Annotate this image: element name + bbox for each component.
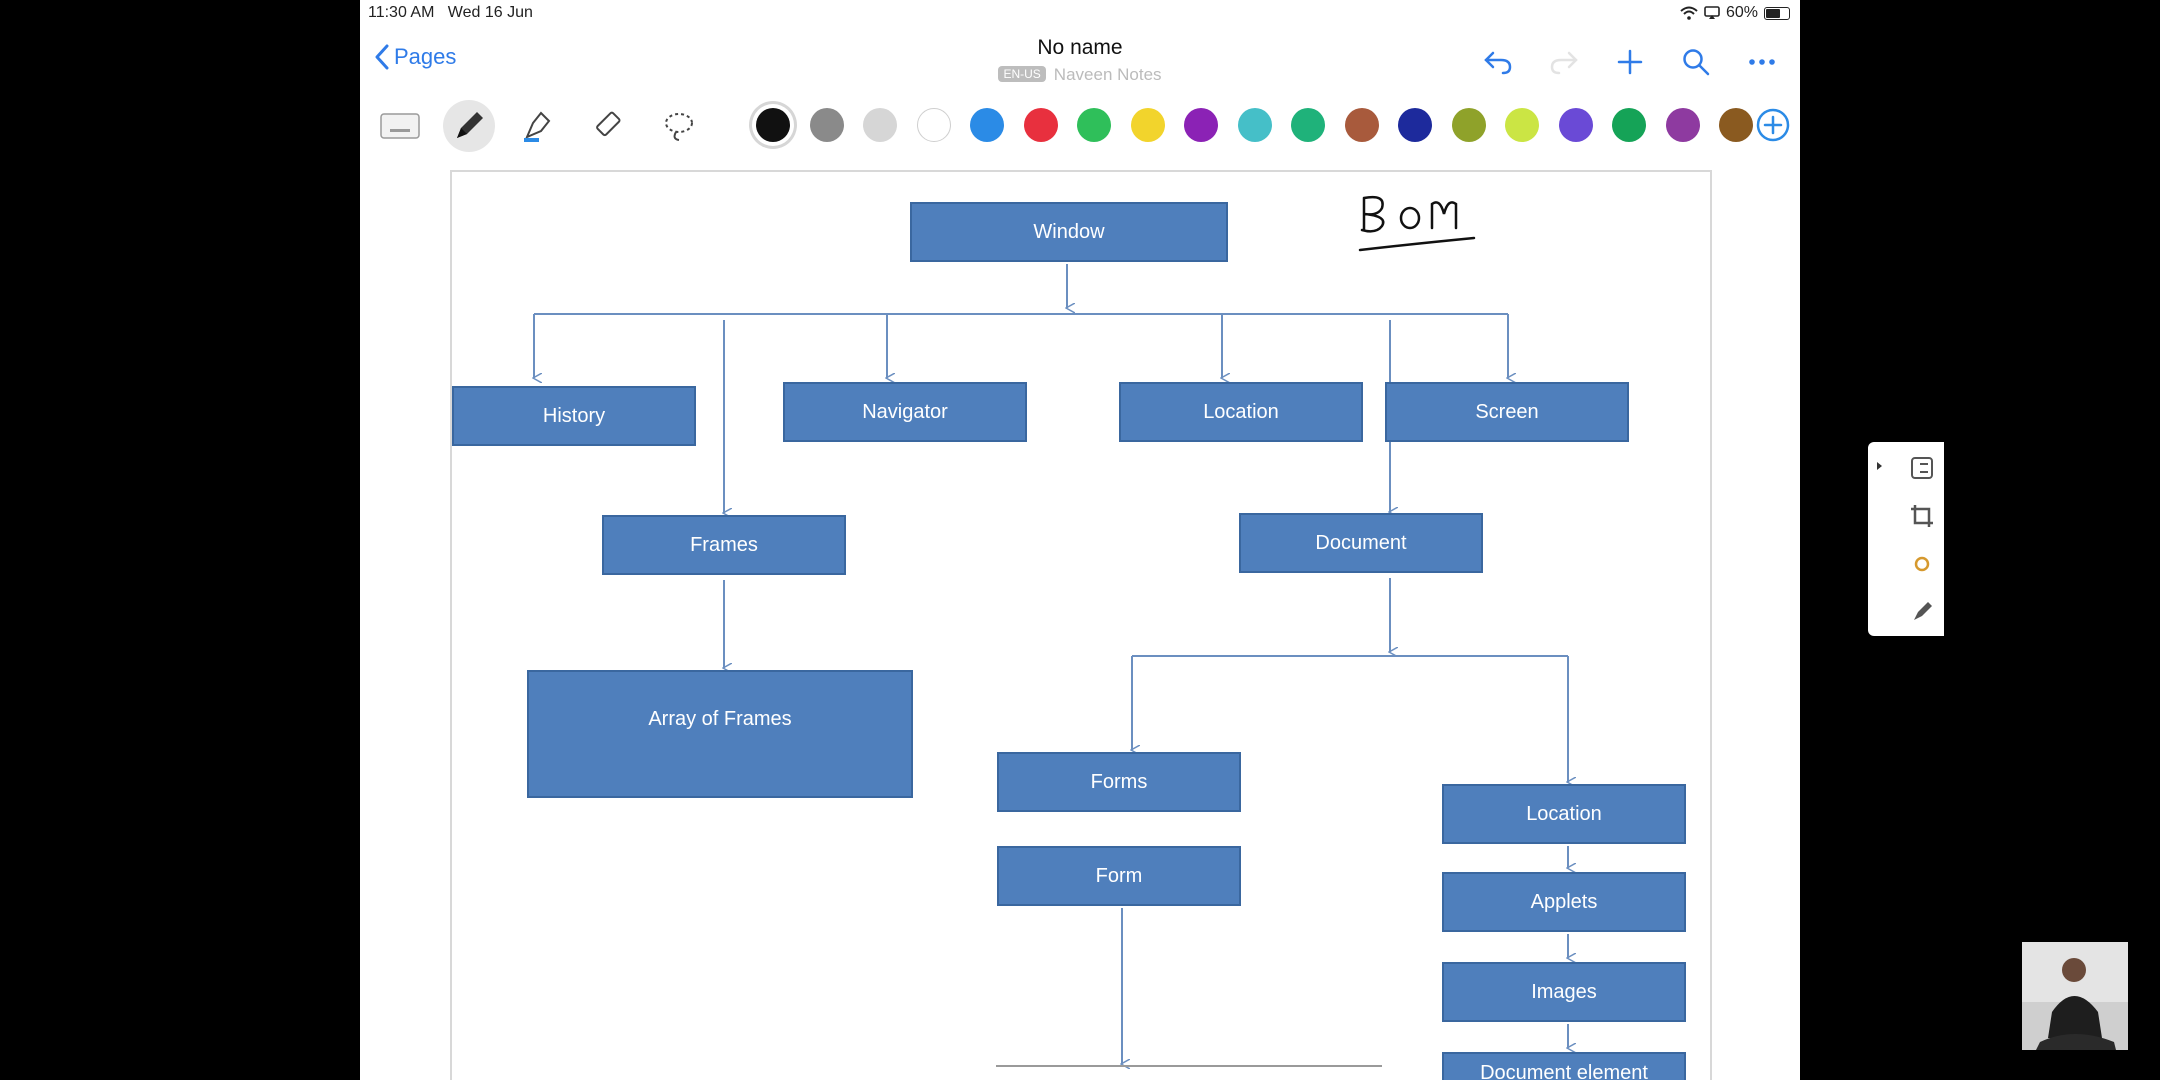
eraser-icon (596, 111, 621, 137)
color-swatch[interactable] (756, 108, 790, 142)
crop-button[interactable] (1904, 498, 1940, 534)
note-page-canvas[interactable]: Window History Navigator Location Screen… (450, 170, 1712, 1080)
wifi-icon (1680, 6, 1698, 20)
crop-icon (1911, 505, 1933, 527)
bom-handwriting (1358, 195, 1476, 252)
color-swatch[interactable] (863, 108, 897, 142)
search-icon (1683, 49, 1710, 76)
status-right: 60% (1680, 4, 1790, 22)
highlighter-icon (524, 111, 551, 142)
color-swatch[interactable] (1130, 108, 1165, 142)
collapse-button[interactable] (1904, 450, 1940, 486)
pen-icon (457, 112, 483, 138)
node-images: Images (1442, 962, 1686, 1022)
node-window: Window (910, 202, 1228, 262)
battery-percent: 60% (1725, 4, 1758, 21)
back-label: Pages (394, 44, 457, 69)
node-navigator: Navigator (783, 382, 1027, 442)
node-location: Location (1119, 382, 1363, 442)
color-swatch[interactable] (1184, 108, 1218, 142)
tool-bar (360, 100, 1800, 152)
shape-icon (1914, 556, 1930, 572)
node-form: Form (997, 846, 1241, 906)
page-subtitle: EN-US Naveen Notes (360, 65, 1800, 85)
more-icon (1749, 59, 1775, 65)
more-button[interactable] (1744, 44, 1780, 80)
node-document-location: Location (1442, 784, 1686, 844)
redo-button[interactable] (1546, 44, 1582, 80)
page-title[interactable]: No name (1037, 36, 1123, 59)
ipad-screen: 11:30 AM Wed 16 Jun 60% Pages No name EN… (360, 0, 1800, 1080)
color-swatch[interactable] (1077, 108, 1111, 142)
add-page-button[interactable] (1612, 44, 1648, 80)
shape-button[interactable] (1904, 546, 1940, 582)
color-swatch[interactable] (1505, 108, 1539, 142)
color-swatch[interactable] (1558, 108, 1593, 142)
add-color-icon[interactable] (1756, 108, 1790, 142)
side-tool-panel (1868, 442, 1944, 636)
color-swatch[interactable] (1612, 108, 1646, 142)
color-swatch[interactable] (1719, 108, 1753, 142)
node-screen: Screen (1385, 382, 1629, 442)
lasso-tool[interactable] (653, 100, 705, 152)
node-forms: Forms (997, 752, 1241, 812)
keyboard-icon (380, 113, 420, 139)
color-swatch[interactable] (1398, 108, 1432, 142)
notebook-name: Naveen Notes (1053, 65, 1162, 84)
status-time-date: 11:30 AM Wed 16 Jun (368, 4, 533, 22)
chevron-left-icon (375, 44, 389, 70)
plus-icon (1617, 49, 1643, 75)
keyboard-tool[interactable] (374, 100, 426, 152)
color-swatch[interactable] (1291, 108, 1325, 142)
highlighter-tool[interactable] (512, 100, 564, 152)
color-swatch[interactable] (809, 108, 844, 142)
color-swatch[interactable] (1451, 108, 1486, 142)
pen-tool[interactable] (443, 100, 495, 152)
lasso-icon (665, 113, 693, 141)
status-date: Wed 16 Jun (447, 4, 533, 21)
color-swatch[interactable] (1665, 108, 1700, 142)
color-swatch[interactable] (1237, 108, 1272, 142)
undo-button[interactable] (1480, 44, 1516, 80)
back-to-pages-button[interactable]: Pages (374, 44, 456, 70)
node-document-element: Document element (1442, 1052, 1686, 1080)
webcam-overlay (2022, 942, 2128, 1050)
status-bar: 11:30 AM Wed 16 Jun 60% (360, 0, 1800, 26)
panel-toggle-icon[interactable] (1868, 442, 1892, 490)
eraser-tool[interactable] (583, 100, 635, 152)
diagram-connectors (452, 195, 1710, 1080)
color-swatch[interactable] (970, 108, 1004, 142)
color-swatch[interactable] (916, 108, 951, 142)
pen-settings-icon (1914, 602, 1932, 620)
color-swatch[interactable] (1023, 108, 1058, 142)
search-button[interactable] (1678, 44, 1714, 80)
node-frames: Frames (602, 515, 846, 575)
nav-actions (1480, 44, 1780, 80)
pen-settings-button[interactable] (1904, 594, 1940, 630)
language-badge: EN-US (998, 66, 1046, 82)
status-time: 11:30 AM (368, 4, 435, 21)
nav-bar: Pages No name EN-US Naveen Notes (360, 28, 1800, 88)
node-applets: Applets (1442, 872, 1686, 932)
battery-icon (1764, 6, 1790, 20)
screen-mirror-icon (1704, 6, 1720, 19)
node-document: Document (1239, 513, 1483, 573)
redo-icon (1550, 51, 1578, 75)
presenter-image (2022, 942, 2128, 1050)
undo-icon (1484, 51, 1512, 75)
node-history: History (452, 386, 696, 446)
node-array-of-frames: Array of Frames (527, 670, 913, 798)
color-swatch[interactable] (1344, 108, 1379, 142)
collapse-icon (1911, 457, 1933, 479)
